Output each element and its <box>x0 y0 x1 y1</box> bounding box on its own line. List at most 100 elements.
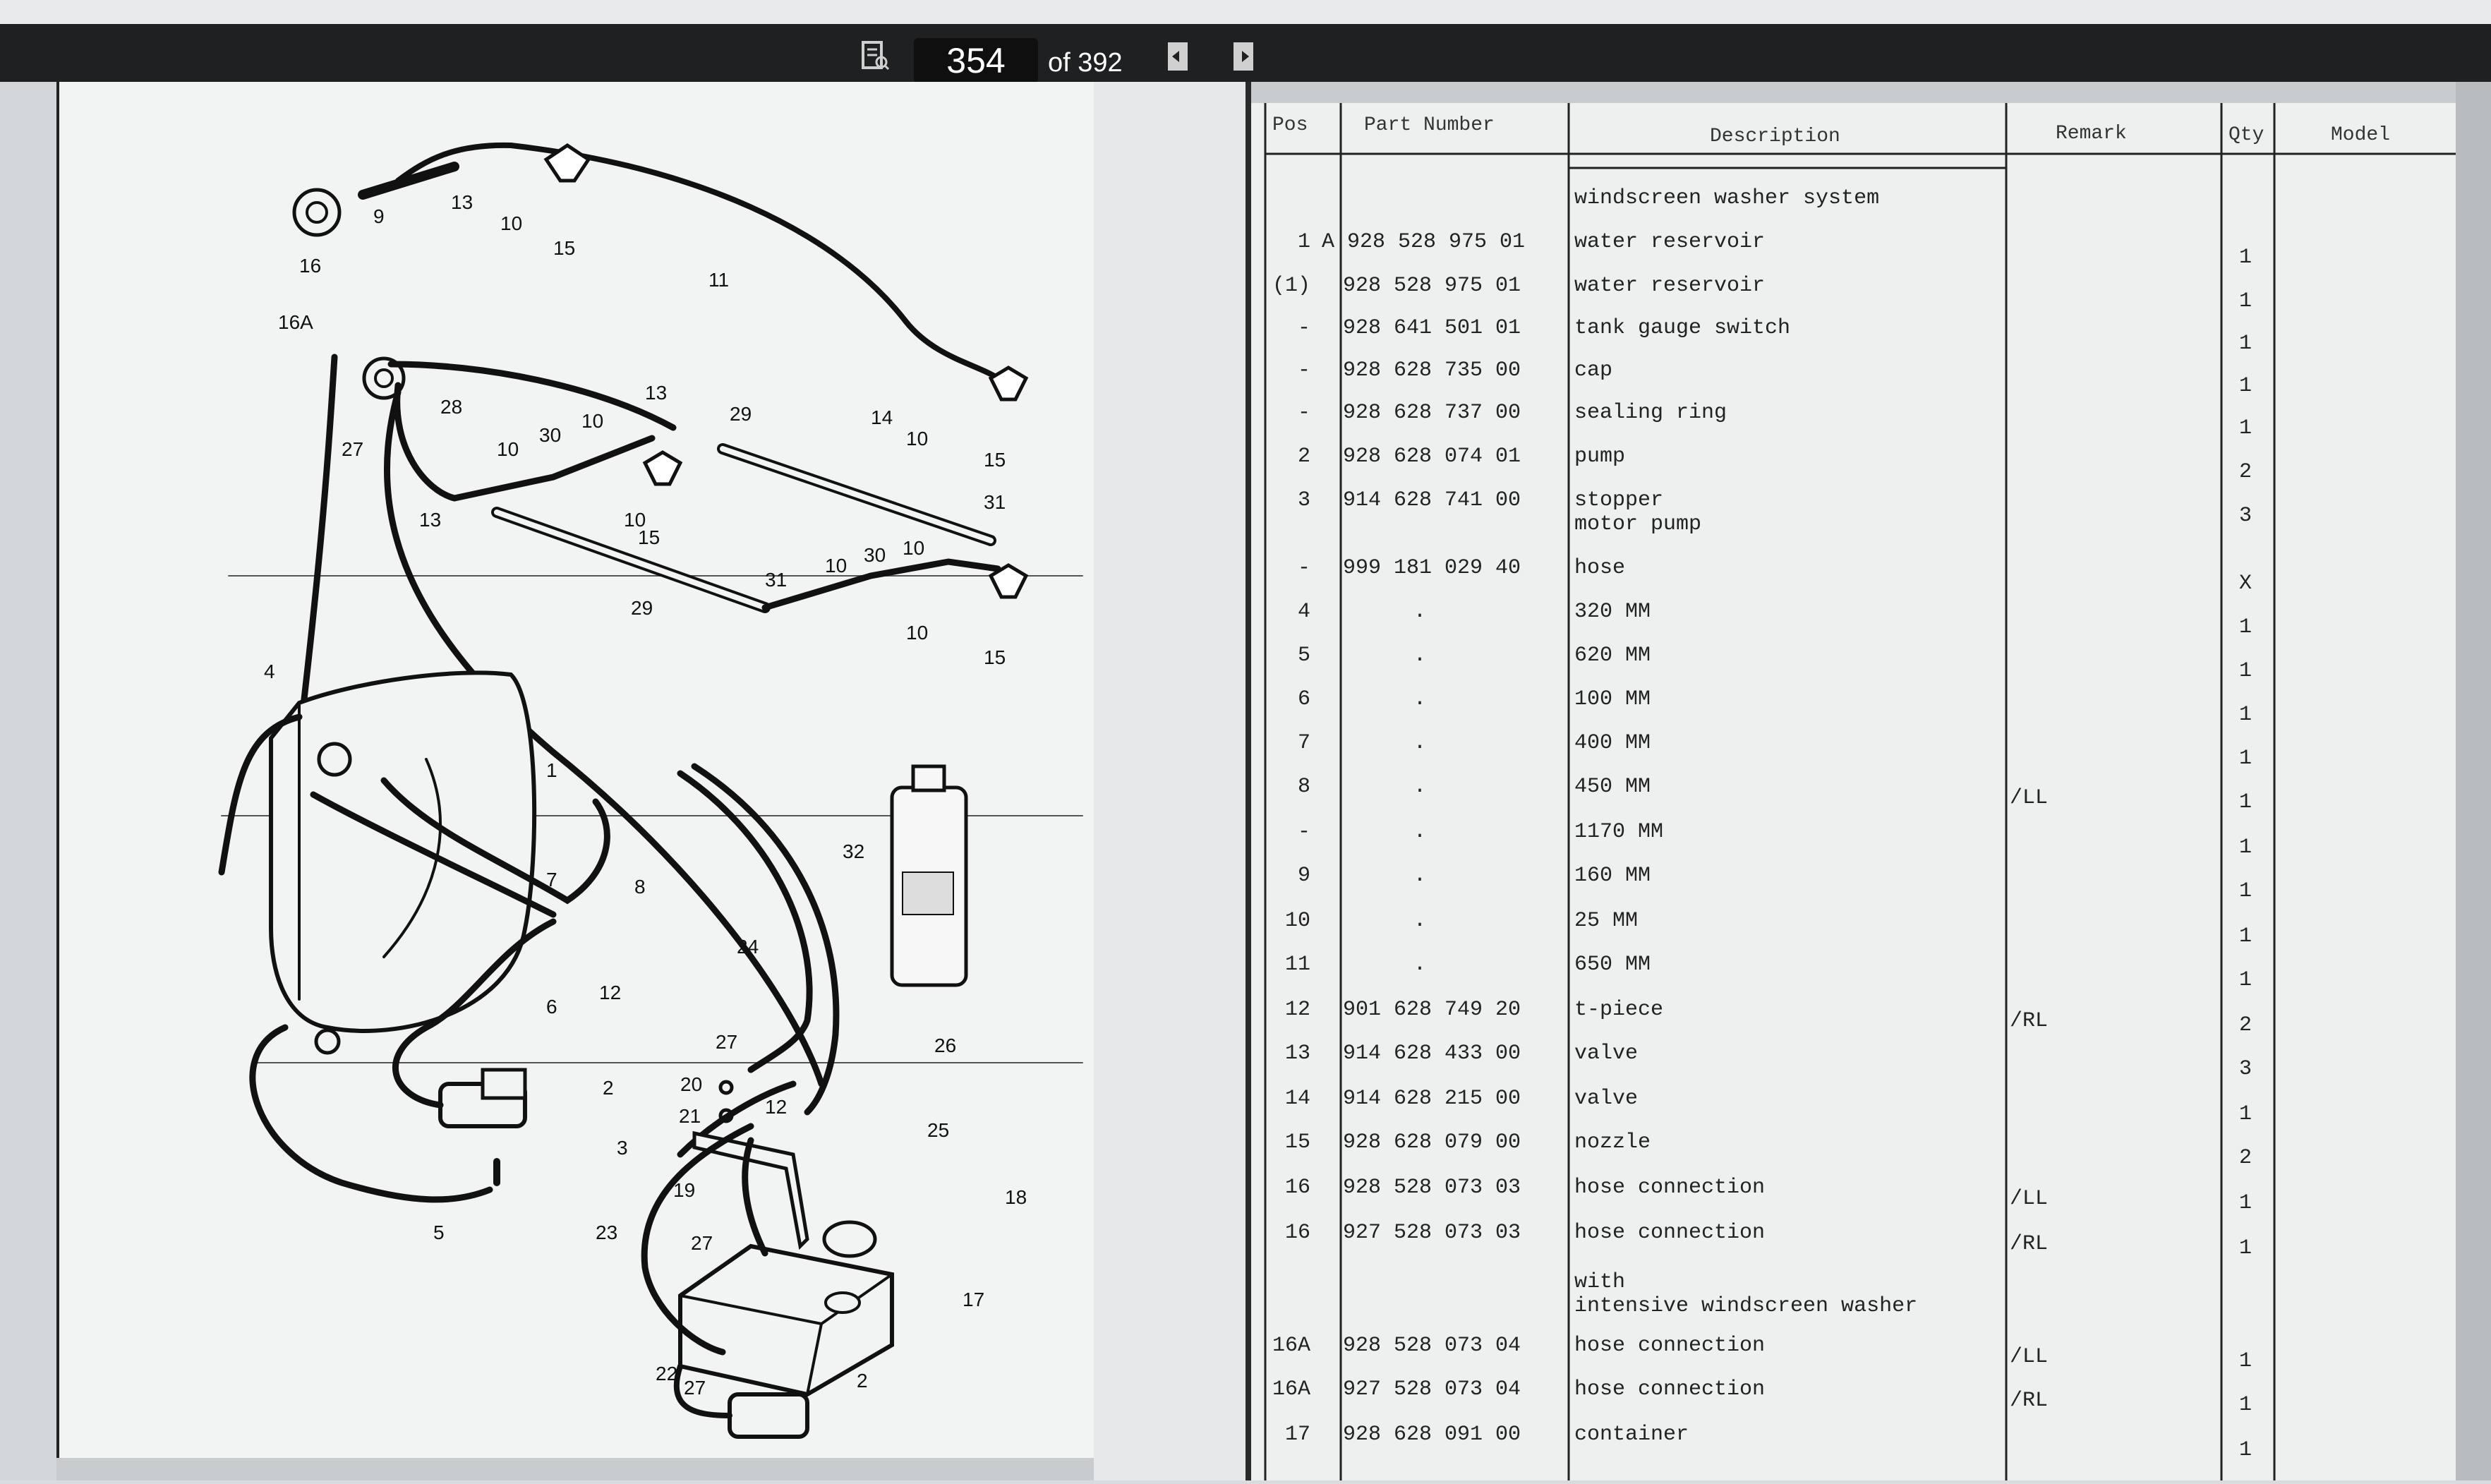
callout-label: 27 <box>716 1031 737 1053</box>
cell-desc: hose connection <box>1574 1377 1765 1401</box>
table-row: 10. 25 MM1 <box>1285 909 2252 948</box>
cell-qty: 1 <box>2239 289 2252 313</box>
cell-pos: 16A <box>1272 1377 1310 1401</box>
cell-desc: nozzle <box>1574 1130 1651 1154</box>
cell-part: 928 628 735 00 <box>1343 358 1521 382</box>
cell-qty: 1 <box>2239 1102 2252 1126</box>
cell-part: 928 628 737 00 <box>1343 401 1521 425</box>
callout-label: 16A <box>278 311 313 333</box>
cell-pos: - <box>1298 820 1310 844</box>
cell-pos: 16A <box>1272 1334 1310 1358</box>
cell-desc: 620 MM <box>1574 644 1651 668</box>
callout-label: 29 <box>730 403 752 425</box>
callout-label: 19 <box>673 1179 695 1201</box>
cell-remark: /RL <box>2010 1009 2048 1033</box>
callout-label: 27 <box>691 1232 713 1254</box>
cell-part: 928 641 501 01 <box>1343 316 1521 340</box>
callout-label: 13 <box>419 509 441 531</box>
cell-part: 914 628 433 00 <box>1343 1042 1521 1066</box>
cell-part: . <box>1413 731 1426 755</box>
table-row: 9. 160 MM1 <box>1298 864 2252 903</box>
callout-label: 15 <box>984 449 1006 471</box>
table-row: 7. 400 MM1 <box>1298 731 2252 771</box>
callout-label: 14 <box>871 406 893 428</box>
callout-label: 10 <box>906 622 928 644</box>
cell-qty: 1 <box>2239 615 2252 639</box>
cell-qty: 2 <box>2239 1146 2252 1170</box>
cell-qty: 1 <box>2239 1349 2252 1373</box>
header-remark: Remark <box>2056 123 2127 145</box>
cell-qty: 3 <box>2239 504 2252 528</box>
callout-label: 13 <box>645 382 667 404</box>
cell-part: 928 528 073 04 <box>1343 1334 1521 1358</box>
cell-desc: with <box>1574 1270 1625 1294</box>
prev-page-icon[interactable] <box>1161 40 1195 73</box>
next-page-icon[interactable] <box>1226 40 1260 73</box>
cell-pos: 8 <box>1298 775 1310 799</box>
cell-pos: 17 <box>1285 1423 1310 1447</box>
callout-label: 7 <box>546 869 557 891</box>
callout-label: 21 <box>679 1105 701 1127</box>
cell-part: . <box>1413 600 1426 624</box>
callout-label: 2 <box>857 1370 868 1392</box>
page-number-input[interactable]: 354 <box>914 38 1038 83</box>
cell-qty: 1 <box>2239 1438 2252 1462</box>
cell-pos: (1) <box>1272 274 1310 298</box>
cell-part: 928 628 091 00 <box>1343 1423 1521 1447</box>
header-qty: Qty <box>2228 124 2264 146</box>
cell-qty: 2 <box>2239 460 2252 484</box>
cell-desc: 650 MM <box>1574 953 1651 977</box>
cell-desc: water reservoir <box>1574 274 1765 298</box>
cell-part: 999 181 029 40 <box>1343 556 1521 580</box>
callout-label: 15 <box>984 646 1006 668</box>
callout-label: 10 <box>581 410 603 432</box>
cell-qty: 1 <box>2239 924 2252 948</box>
cell-desc: windscreen washer system <box>1574 186 1879 210</box>
cell-pos: 13 <box>1285 1042 1310 1066</box>
callout-label: 29 <box>631 597 653 619</box>
cell-desc: 1170 MM <box>1574 820 1663 844</box>
table-row: 5. 620 MM1 <box>1298 644 2252 683</box>
callout-label: 1 <box>546 759 557 781</box>
exploded-view-drawing: 1691310151116A28271310301013291410151015… <box>218 142 1083 1439</box>
callout-label: 10 <box>624 509 646 531</box>
cell-pos: 16 <box>1285 1176 1310 1200</box>
cell-part: 914 628 741 00 <box>1343 488 1521 512</box>
table-row: 4. 320 MM1 <box>1298 600 2252 639</box>
cell-pos: 14 <box>1285 1087 1310 1111</box>
callout-label: 17 <box>963 1289 984 1310</box>
cell-qty: 1 <box>2239 332 2252 356</box>
page-gap <box>1094 82 1246 1480</box>
document-icon[interactable] <box>857 40 891 73</box>
callout-label: 10 <box>825 555 847 577</box>
callout-label: 6 <box>546 996 557 1018</box>
cell-part: . <box>1413 864 1426 888</box>
callout-label: 4 <box>264 660 275 682</box>
cell-remark: /RL <box>2010 1232 2048 1256</box>
cell-part: . <box>1413 953 1426 977</box>
cell-pos: 10 <box>1285 909 1310 933</box>
table-row: 6. 100 MM1 <box>1298 687 2252 727</box>
callout-label: 10 <box>500 212 522 234</box>
callout-label: 10 <box>903 537 924 559</box>
cell-qty: 1 <box>2239 879 2252 903</box>
cell-qty: 3 <box>2239 1057 2252 1081</box>
cell-part: 928 528 073 03 <box>1343 1176 1521 1200</box>
cell-part: 927 528 073 03 <box>1343 1221 1521 1245</box>
cell-part: . <box>1413 687 1426 711</box>
cell-qty: X <box>2239 572 2252 596</box>
cell-part: 914 628 215 00 <box>1343 1087 1521 1111</box>
cell-qty: 1 <box>2239 968 2252 992</box>
cell-desc: 320 MM <box>1574 600 1651 624</box>
cell-pos: - <box>1298 316 1310 340</box>
page-total-label: of 392 <box>1048 48 1123 78</box>
